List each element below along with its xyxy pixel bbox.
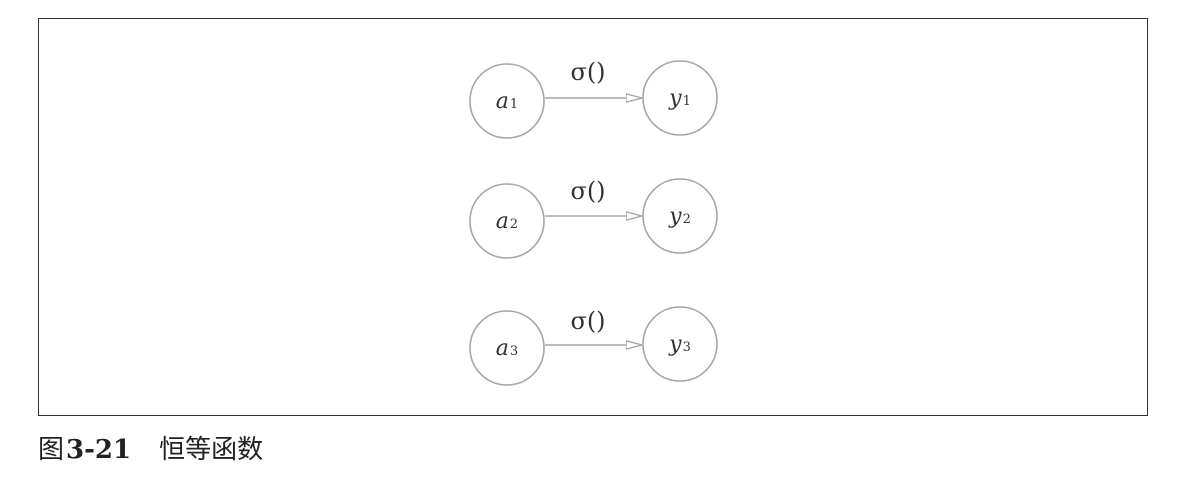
node-a3 (469, 310, 545, 386)
node-y3 (642, 306, 718, 382)
node-y2-label: y2 (668, 204, 691, 229)
node-y3-label: y3 (668, 332, 691, 357)
node-a2-label: a2 (496, 209, 518, 234)
node-y1 (642, 60, 718, 136)
caption-title: 恒等函数 (159, 435, 264, 465)
row-1: σ() a1 y1 (469, 58, 718, 139)
row-2: σ() a2 y2 (469, 177, 718, 259)
figure-caption: 图3-21 恒等函数 (38, 432, 263, 468)
edge-label-2: σ() (570, 177, 605, 205)
edge-label-3: σ() (570, 307, 605, 335)
caption-number: 3-21 (66, 435, 132, 465)
node-y2 (642, 178, 718, 254)
node-a3-label: a3 (496, 336, 518, 361)
node-a1 (469, 63, 545, 139)
figure-frame (38, 18, 1148, 416)
node-a2 (469, 183, 545, 259)
edge-label-1: σ() (570, 58, 605, 86)
row-3: σ() a3 y3 (469, 306, 718, 386)
node-y1-label: y1 (668, 86, 691, 111)
caption-prefix: 图 (38, 435, 65, 465)
node-a1-label: a1 (496, 89, 518, 114)
